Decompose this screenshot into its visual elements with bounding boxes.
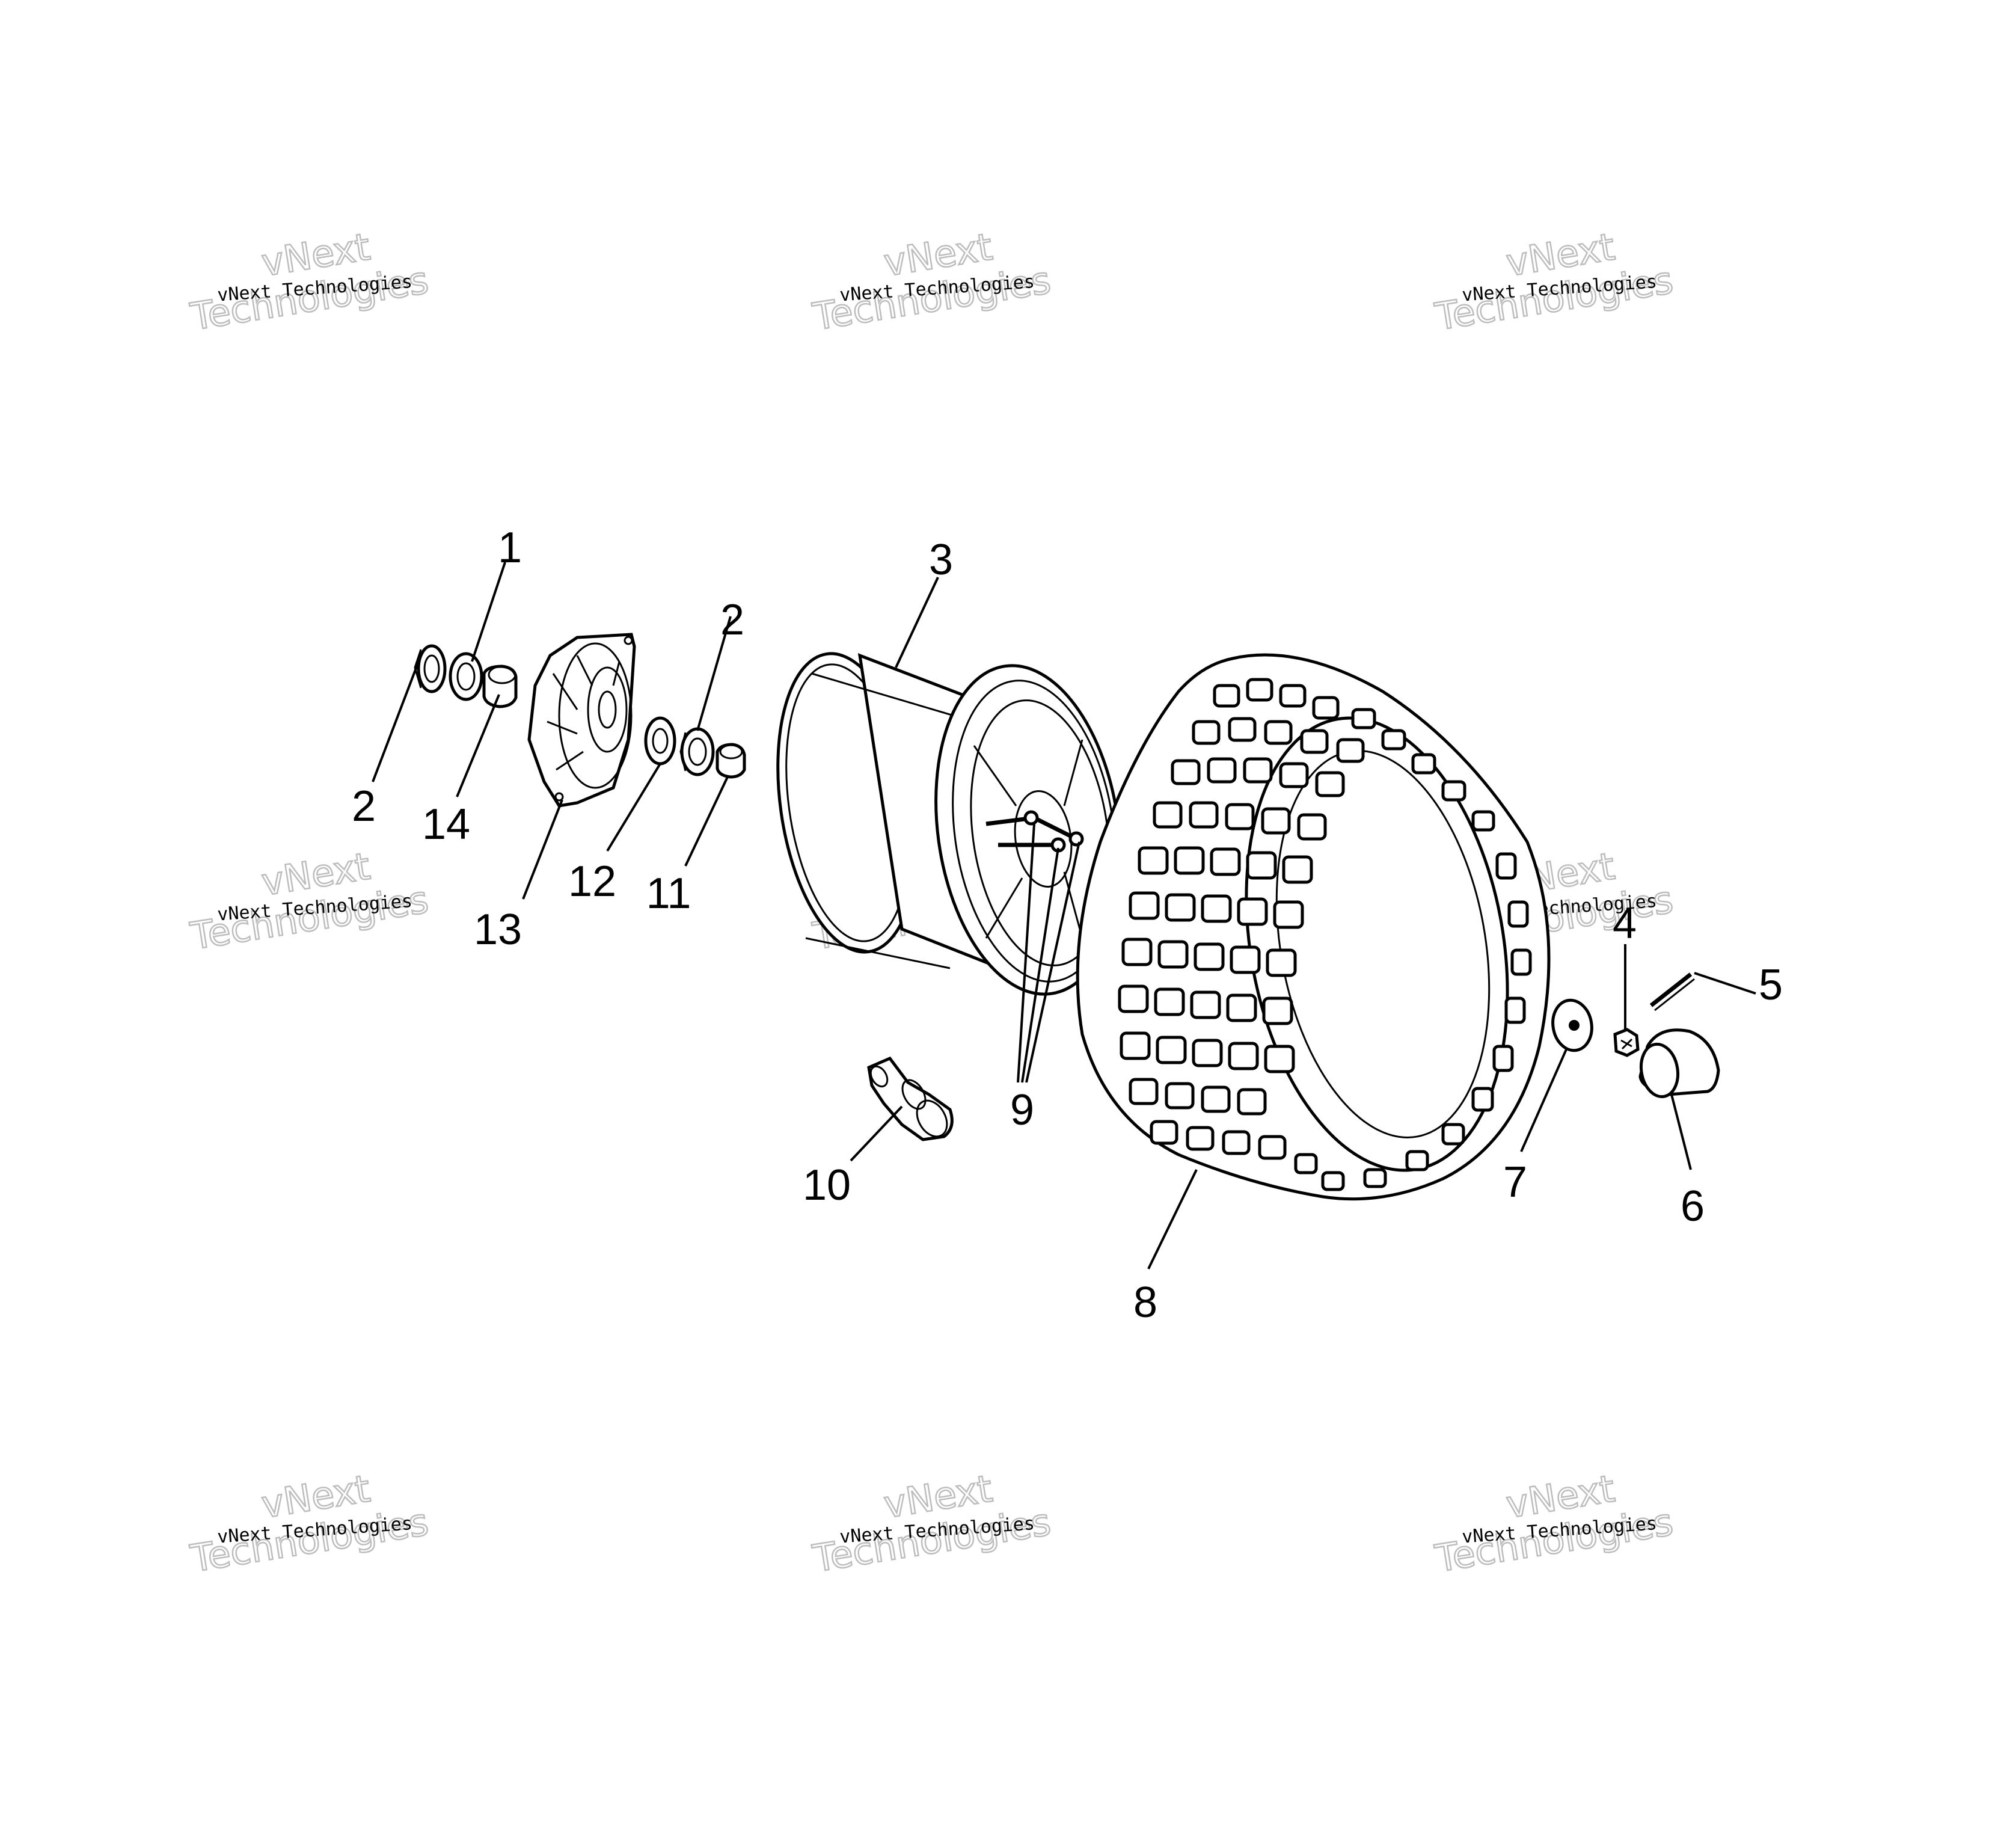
leader-lines (372, 562, 1756, 1269)
part-spacer-14[interactable] (482, 665, 518, 708)
part-washer-7[interactable] (1549, 997, 1596, 1054)
label-part-7: 7 (1503, 1158, 1527, 1206)
label-part-4: 4 (1613, 900, 1637, 948)
part-spacer-11[interactable] (716, 743, 746, 779)
part-nut-4[interactable] (1613, 1028, 1640, 1057)
label-part-6: 6 (1681, 1182, 1705, 1230)
watermark-tile: vNext Technologies vNext Technologies (1431, 1466, 1676, 1582)
watermark-tile: vNext Technologies vNext Technologies (809, 1466, 1054, 1582)
label-part-13: 13 (474, 906, 522, 954)
label-part-1: 1 (498, 524, 522, 572)
label-part-10: 10 (803, 1161, 851, 1209)
part-hub-13[interactable] (527, 633, 636, 808)
part-seal-12[interactable] (644, 716, 676, 766)
part-rim-3[interactable] (760, 645, 1141, 1006)
label-part-14: 14 (422, 800, 470, 849)
part-dust-cap-6[interactable] (1637, 1028, 1720, 1100)
part-cotter-pin-5[interactable] (1649, 972, 1695, 1011)
part-bearing-right[interactable] (679, 727, 715, 776)
label-part-2-right: 2 (720, 596, 744, 644)
watermark-tile: vNext Technologies vNext Technologies (186, 1466, 432, 1582)
watermark-tile: vNext Technologies vNext Technologies (809, 224, 1054, 340)
part-tire-8[interactable] (1076, 653, 1551, 1201)
label-part-5: 5 (1759, 961, 1783, 1009)
part-bearing-left[interactable] (414, 644, 447, 693)
label-part-11: 11 (646, 870, 691, 918)
part-labels: 1 2 2 3 4 5 6 7 8 9 10 11 12 13 14 (352, 524, 1783, 1327)
label-part-8: 8 (1133, 1279, 1157, 1327)
part-seal-1[interactable] (449, 652, 483, 701)
label-part-12: 12 (568, 858, 616, 906)
part-valve-stem-10[interactable] (867, 1056, 954, 1142)
watermark-tile: vNext Technologies vNext Technologies (1431, 224, 1676, 340)
watermark-tile: vNext Technologies vNext Technologies (186, 843, 432, 959)
label-part-3: 3 (929, 536, 953, 584)
tread-pattern (1118, 678, 1532, 1191)
label-part-2-left: 2 (352, 782, 376, 830)
label-part-9: 9 (1010, 1086, 1034, 1134)
watermark-tile: vNext Technologies vNext Technologies (186, 224, 432, 340)
